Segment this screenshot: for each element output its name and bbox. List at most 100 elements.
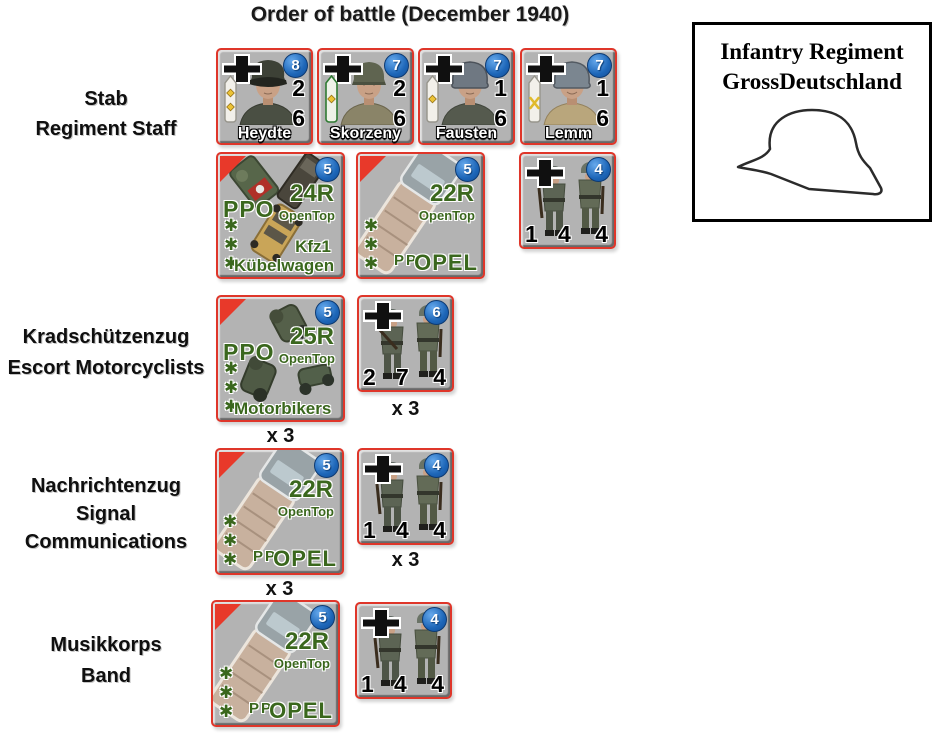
- open-top-label: OpenTop: [273, 656, 330, 671]
- transport-star-icons: ✱ ✱ ✱: [224, 359, 238, 416]
- leader-name: Heydte: [237, 125, 292, 142]
- vehicle-counter-opel-signal[interactable]: 5 22R OpenTop ✱ ✱ ✱ PP OPEL: [215, 448, 344, 575]
- movement-value: 4: [433, 364, 446, 390]
- range-value: 6: [596, 105, 609, 131]
- passenger-capacity-label: PPO: [223, 196, 275, 222]
- balkenkreuz-icon: [323, 54, 363, 84]
- combat-value: 1: [596, 75, 609, 101]
- star-icon: ✱: [224, 216, 239, 235]
- regiment-legend-box: Infantry Regiment GrossDeutschland: [692, 22, 932, 222]
- firepower-value: 1: [525, 221, 538, 247]
- regiment-name-line1: Infantry Regiment: [720, 39, 904, 64]
- section-label-en: Regiment Staff: [35, 118, 177, 140]
- open-top-label: OpenTop: [278, 208, 335, 223]
- star-icon: ✱: [219, 664, 234, 683]
- leader-counter-heydte[interactable]: 8 2 6 Heydte: [216, 48, 313, 145]
- leader-counter-skorzeny[interactable]: 7 2 6 Skorzeny: [317, 48, 414, 145]
- squad-counter-signal[interactable]: 4 1 4 4: [357, 448, 454, 545]
- rank-insignia-icon: [223, 74, 238, 123]
- star-icon: ✱: [224, 235, 239, 254]
- morale-rating-badge: 4: [422, 607, 447, 632]
- morale-rating-badge: 7: [485, 53, 510, 78]
- soldiers-art: [521, 154, 614, 247]
- balkenkreuz-icon: [526, 54, 566, 84]
- passenger-capacity-label: PP: [249, 700, 274, 717]
- star-icon: ✱: [364, 235, 379, 254]
- page-title: Order of battle (December 1940): [250, 3, 570, 26]
- vehicle-model-line2: OPEL: [414, 250, 478, 275]
- movement-value: 25R: [289, 323, 334, 350]
- squad-counter-stab[interactable]: 4 1 4 4: [519, 152, 616, 249]
- open-top-label: OpenTop: [277, 504, 334, 519]
- balkenkreuz-icon: [361, 608, 401, 638]
- section-label-de: Kradschützenzug: [22, 326, 190, 348]
- vehicle-model-line1: Kfz1: [295, 237, 331, 256]
- morale-rating-badge: 4: [424, 453, 449, 478]
- red-corner-marker: [220, 299, 246, 325]
- range-value: 6: [292, 105, 305, 131]
- section-label-en: Signal: [75, 503, 136, 525]
- rank-insignia-icon: [527, 74, 542, 123]
- open-top-label: OpenTop: [418, 208, 475, 223]
- rating-badge: 5: [315, 300, 340, 325]
- range-value: 6: [393, 105, 406, 131]
- rating-badge: 5: [314, 453, 339, 478]
- vehicle-model-line2: OPEL: [273, 546, 337, 571]
- red-corner-marker: [220, 156, 246, 182]
- squad-counter-krad[interactable]: 6 2 7 4: [357, 295, 454, 392]
- movement-value: 4: [431, 671, 444, 697]
- balkenkreuz-icon: [222, 54, 262, 84]
- movement-value: 22R: [288, 476, 333, 503]
- range-value: 4: [394, 671, 407, 697]
- star-icon: ✱: [224, 254, 239, 273]
- firepower-value: 2: [363, 364, 376, 390]
- vehicle-counter-opel-band[interactable]: 5 22R OpenTop ✱ ✱ ✱ PP OPEL: [211, 600, 340, 727]
- combat-value: 2: [393, 75, 406, 101]
- star-icon: ✱: [224, 397, 239, 416]
- movement-value: 22R: [284, 628, 329, 655]
- section-label-de: Nachrichtenzug: [30, 475, 182, 497]
- balkenkreuz-icon: [363, 454, 403, 484]
- vehicle-counter-kubelwagen[interactable]: 5 24R OpenTop PPO ✱ ✱ ✱ Kfz1 Kübelwagen: [216, 152, 345, 279]
- leader-counter-fausten[interactable]: 7 1 6 Fausten: [418, 48, 515, 145]
- leader-counter-lemm[interactable]: 7 1 6 Lemm: [520, 48, 617, 145]
- multiplier-label-signal-squad: x 3: [391, 549, 420, 571]
- combat-value: 1: [494, 75, 507, 101]
- range-value: 6: [494, 105, 507, 131]
- range-value: 7: [396, 364, 409, 390]
- star-icon: ✱: [219, 683, 234, 702]
- vehicle-counter-motorbikers[interactable]: 5 25R OpenTop PPO ✱ ✱ ✱ Motorbikers: [216, 295, 345, 422]
- rank-insignia-icon: [425, 74, 440, 123]
- section-label-musikkorps: Musikkorps Band: [0, 630, 212, 692]
- range-value: 4: [558, 221, 571, 247]
- squad-counter-band[interactable]: 4 1 4 4: [355, 602, 452, 699]
- transport-star-icons: ✱ ✱ ✱: [364, 216, 378, 273]
- balkenkreuz-icon: [525, 158, 565, 188]
- passenger-capacity-label: PPO: [223, 339, 275, 365]
- range-value: 4: [396, 517, 409, 543]
- transport-star-icons: ✱ ✱ ✱: [224, 216, 238, 273]
- section-label-de: Stab: [84, 88, 128, 110]
- rating-badge: 5: [315, 157, 340, 182]
- opel-truck-art: [358, 154, 483, 277]
- star-icon: ✱: [364, 216, 379, 235]
- vehicle-counter-opel-stab[interactable]: 5 22R OpenTop ✱ ✱ ✱ PP OPEL: [356, 152, 485, 279]
- section-label-de: Musikkorps: [50, 634, 162, 656]
- multiplier-label-krad-squad: x 3: [391, 398, 420, 420]
- balkenkreuz-icon: [363, 301, 403, 331]
- transport-star-icons: ✱ ✱ ✱: [223, 512, 237, 569]
- multiplier-label-motorbikers: x 3: [266, 425, 295, 447]
- passenger-capacity-label: PP: [253, 548, 278, 565]
- morale-rating-badge: 4: [586, 157, 611, 182]
- open-top-label: OpenTop: [278, 351, 335, 366]
- star-icon: ✱: [224, 359, 239, 378]
- morale-rating-badge: 6: [424, 300, 449, 325]
- morale-rating-badge: 8: [283, 53, 308, 78]
- passenger-capacity-label: PP: [394, 252, 419, 269]
- firepower-value: 1: [363, 517, 376, 543]
- section-label-kradschutzenzug: Kradschützenzug Escort Motorcyclists: [0, 322, 212, 384]
- rating-badge: 5: [455, 157, 480, 182]
- red-corner-marker: [215, 604, 241, 630]
- red-corner-marker: [360, 156, 386, 182]
